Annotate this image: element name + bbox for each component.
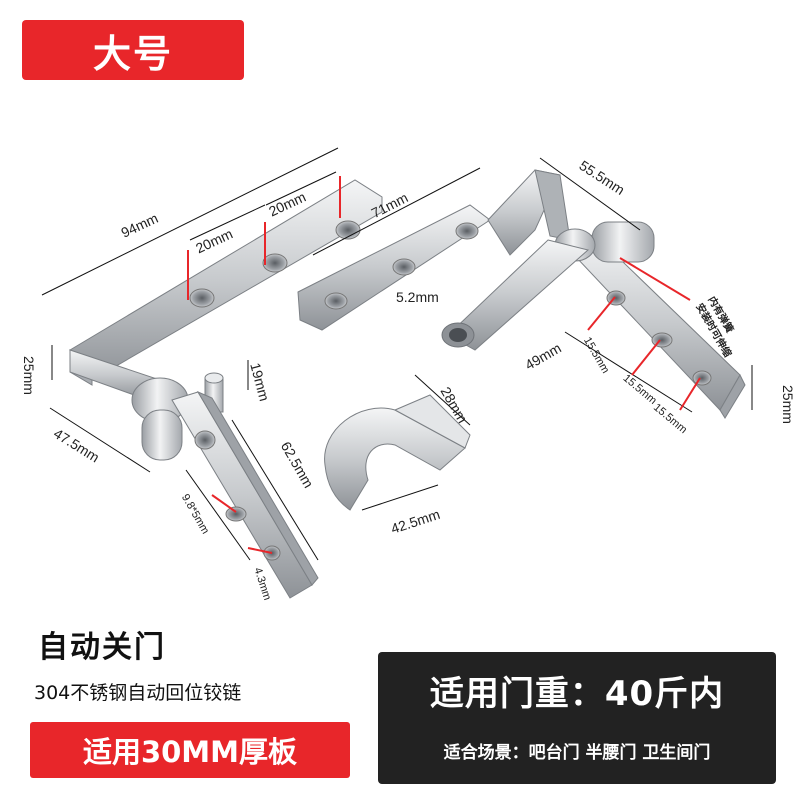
size-badge: 大号 (22, 20, 244, 80)
u-spacer (324, 394, 471, 511)
hole (262, 253, 288, 273)
left-pivot-plate (131, 372, 319, 599)
dim-47-5: 47.5mm (51, 425, 102, 465)
usage-scenes: 适合场景：吧台门 半腰门 卫生间门 (443, 743, 711, 763)
dim-4-3: 4.3mm (251, 566, 273, 602)
dim-49: 49mm (522, 340, 564, 373)
product-subtitle: 304不锈钢自动回位铰链 (34, 682, 242, 704)
red-guide-lines (187, 176, 701, 554)
dim-20a: 20mm (193, 225, 235, 256)
dim-5-2: 5.2mm (396, 289, 439, 305)
middle-bar (297, 204, 491, 331)
dim-42-5: 42.5mm (389, 506, 442, 537)
thickness-label: 适用30MM厚板 (82, 735, 298, 769)
dim-94: 94mm (118, 210, 160, 241)
product-title: 自动关门 (38, 630, 166, 665)
right-bracket (441, 169, 746, 419)
thickness-badge: 适用30MM厚板 (30, 722, 350, 778)
dim-15-5a: 15.5mm (581, 335, 611, 375)
dim-25-left: 25mm (21, 356, 37, 395)
dimension-lines (41, 147, 753, 561)
door-weight-spec: 适用门重：40斤内 (429, 674, 725, 714)
size-badge-label: 大号 (92, 31, 173, 76)
dim-55-5: 55.5mm (576, 157, 627, 198)
hinge-dimension-diagram: 94mm 20mm 20mm 71mm 55.5mm 5.2mm 25mm 47… (21, 147, 796, 602)
dim-15-5b: 15.5mm (621, 372, 659, 407)
hole (189, 288, 215, 308)
dim-62-5: 62.5mm (278, 439, 317, 491)
dim-25-right: 25mm (780, 385, 796, 424)
spec-box: 适用门重：40斤内 适合场景：吧台门 半腰门 卫生间门 (378, 652, 776, 784)
dim-19: 19mm (247, 361, 273, 403)
